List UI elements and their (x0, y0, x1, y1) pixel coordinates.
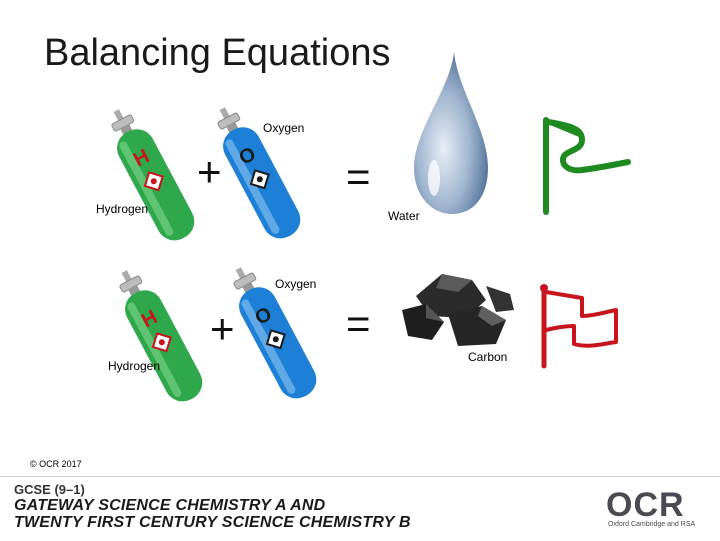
oxygen-label-row2: Oxygen (275, 277, 317, 291)
course-title-line1: GATEWAY SCIENCE CHEMISTRY A AND (14, 497, 326, 514)
hydrogen-cylinder-icon: H (111, 109, 195, 241)
course-title-line2: TWENTY FIRST CENTURY SCIENCE CHEMISTRY B (14, 514, 411, 531)
water-drop-icon (414, 52, 488, 214)
oxygen-cylinder-icon: O (233, 267, 317, 399)
green-flag-icon (543, 117, 631, 215)
gcse-label: GCSE (9–1) (14, 482, 85, 497)
plus-sign: + (210, 305, 235, 352)
oxygen-label-row1: Oxygen (263, 121, 305, 135)
plus-sign: + (197, 148, 222, 195)
hydrogen-label-row2: Hydrogen (108, 359, 161, 373)
ocr-tagline: Oxford Cambridge and RSA (608, 521, 696, 528)
carbon-label: Carbon (468, 350, 508, 364)
hydrogen-cylinder-icon: H (119, 270, 203, 402)
water-label: Water (388, 209, 420, 223)
coal-lumps-icon (402, 274, 514, 346)
hydrogen-label-row1: Hydrogen (96, 202, 149, 216)
red-flag-icon (540, 284, 618, 369)
copyright-notice: © OCR 2017 (30, 459, 82, 469)
ocr-logo: OCR (606, 486, 685, 524)
slide-title: Balancing Equations (44, 32, 391, 74)
footer-bar (0, 476, 720, 541)
oxygen-cylinder-icon: O (217, 107, 301, 239)
equals-sign: = (346, 153, 371, 200)
equals-sign: = (346, 300, 371, 347)
